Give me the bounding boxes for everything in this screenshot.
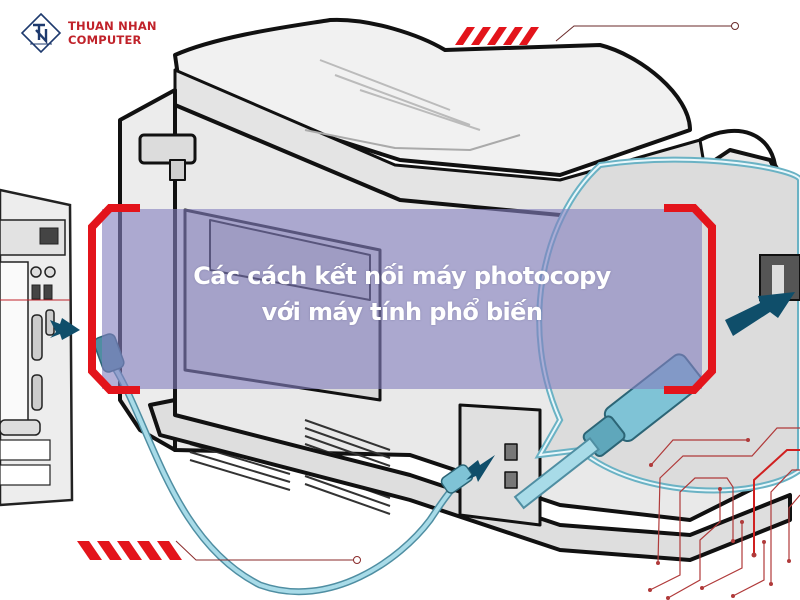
title-line-2: với máy tính phổ biến [261,298,543,326]
left-bracket-icon [88,204,140,394]
circuit-lines-icon [648,427,800,600]
hazard-stripes-icon [455,22,739,45]
brand-logo: THUAN NHAN COMPUTER [20,12,157,54]
tn-diamond-logo-icon [20,12,62,54]
insert-arrow-icon [50,318,80,340]
brand-name-line-1: THUAN NHAN [68,19,157,33]
right-bracket-icon [664,204,716,394]
brand-name-line-2: COMPUTER [68,33,142,47]
insert-arrow-icon [466,455,495,482]
hazard-stripes-icon [77,540,361,564]
title-line-1: Các cách kết nối máy photocopy [193,262,611,290]
article-title: Các cách kết nối máy photocopy với máy t… [102,258,702,330]
title-overlay-panel [102,209,702,389]
computer-tower-icon [0,188,74,507]
